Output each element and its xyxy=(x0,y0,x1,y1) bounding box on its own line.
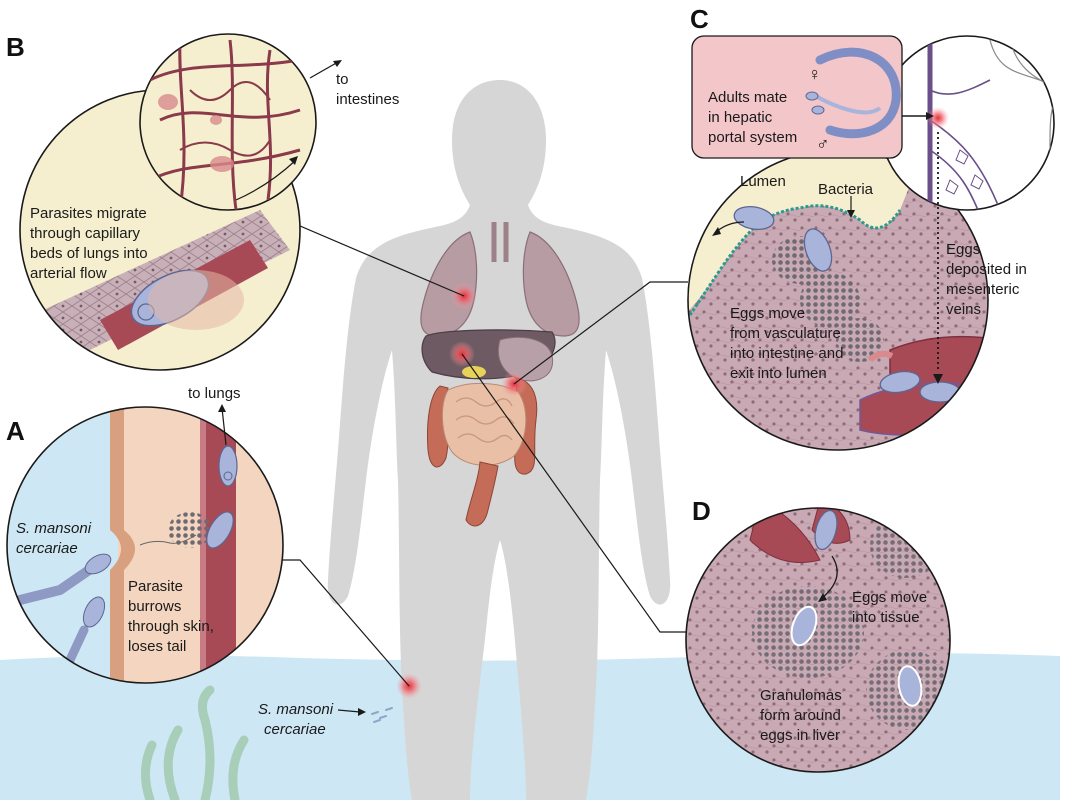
panel-c-eggsmove-line3: into intestine and xyxy=(730,345,843,362)
panel-c-adults-line2: in hepatic xyxy=(708,109,773,126)
panel-a: A S. mansoni cercariae to lungs Parasite… xyxy=(6,385,284,684)
to-lungs-arrow xyxy=(221,407,227,446)
panel-c-deposited-line1: Eggs xyxy=(946,241,980,258)
intestines xyxy=(427,377,538,527)
panel-a-letter: A xyxy=(6,416,25,446)
panel-c-adults-line1: Adults mate xyxy=(708,89,787,106)
panel-a-to-lungs: to lungs xyxy=(188,385,241,402)
panel-a-caption-line3: through skin, xyxy=(128,618,214,635)
female-symbol: ♀ xyxy=(808,64,822,84)
cercariae-in-water xyxy=(371,707,393,723)
adults-mate-box xyxy=(691,35,903,159)
panel-b-to: to xyxy=(336,71,349,88)
panel-b-caption-line2: through capillary xyxy=(30,225,141,242)
panel-b-letter: B xyxy=(6,32,25,62)
panel-c-deposited-line2: deposited in xyxy=(946,261,1027,278)
panel-d-granulomas-line1: Granulomas xyxy=(760,687,842,704)
panel-d-letter: D xyxy=(692,496,711,526)
to-lungs-arrowhead xyxy=(218,404,226,412)
water-cercariae-label: S. mansoni cercariae xyxy=(258,701,366,738)
panel-a-caption-line2: burrows xyxy=(128,598,181,615)
panel-d: D Eggs move into tissue Granulomas form … xyxy=(685,496,951,773)
to-intestines-arrow xyxy=(309,61,339,79)
flow-arrow xyxy=(235,159,297,201)
panel-d-eggsmove-line2: into tissue xyxy=(852,609,920,626)
panel-d-granulomas-line3: eggs in liver xyxy=(760,727,840,744)
panel-d-granulomas-line2: form around xyxy=(760,707,841,724)
panel-a-caption-line4: loses tail xyxy=(128,638,186,655)
hotspot-portal xyxy=(927,107,949,129)
panel-d-eggsmove-line1: Eggs move xyxy=(852,589,927,606)
seaweed xyxy=(141,685,249,800)
panel-c-bacteria: Bacteria xyxy=(818,181,874,198)
panel-a-cercariae-line2: cercariae xyxy=(16,540,78,557)
panel-b-caption-line4: arterial flow xyxy=(30,265,107,282)
panel-a-caption-line1: Parasite xyxy=(128,578,183,595)
panel-c-deposited-line3: mesenteric xyxy=(946,281,1020,298)
panel-c: C Adults mate in hepatic portal system ♀… xyxy=(687,4,1055,451)
panel-c-eggsmove-line4: exit into lumen xyxy=(730,365,827,382)
water-label-line1: S. mansoni xyxy=(258,701,334,718)
panel-c-eggsmove-line2: from vasculature xyxy=(730,325,841,342)
male-symbol: ♂ xyxy=(816,134,830,154)
panel-b: B to intestines Parasites migrate throug… xyxy=(6,32,399,371)
panel-c-adults-line3: portal system xyxy=(708,129,797,146)
panel-b-caption-line1: Parasites migrate xyxy=(30,205,147,222)
eggs-move-arrow xyxy=(821,555,838,599)
stomach xyxy=(462,336,554,382)
panel-c-deposited-line4: veins xyxy=(946,301,981,318)
panel-c-eggsmove-line1: Eggs move xyxy=(730,305,805,322)
water-label-line2: cercariae xyxy=(264,721,326,738)
lungs xyxy=(420,222,580,337)
panel-c-lumen: Lumen xyxy=(740,173,786,190)
panel-b-caption-line3: beds of lungs into xyxy=(30,245,148,262)
panel-a-cercariae-line1: S. mansoni xyxy=(16,520,92,537)
panel-b-intestines: intestines xyxy=(336,91,399,108)
panel-c-letter: C xyxy=(690,4,709,34)
adult-worm-pair xyxy=(815,47,901,139)
